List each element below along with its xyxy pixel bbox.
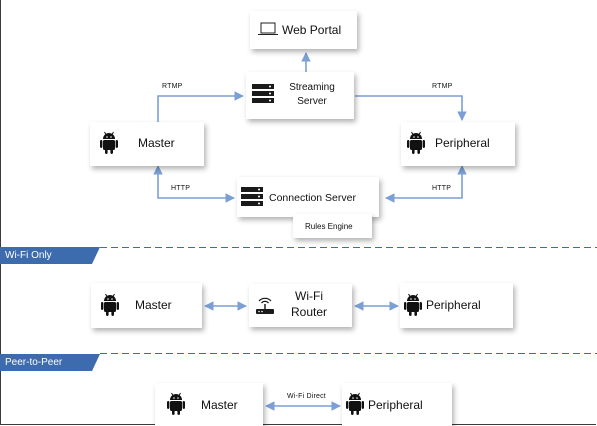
android-icon (346, 392, 364, 415)
band-label-p2p: Peer-to-Peer (5, 357, 63, 368)
peripheral-label-p2p: Peripheral (368, 398, 423, 412)
android-icon (101, 293, 119, 316)
android-icon (167, 392, 185, 415)
android-icon (407, 131, 425, 154)
web-portal-node: Web Portal (250, 11, 357, 49)
band-label-wifi-only: Wi-Fi Only (5, 250, 52, 261)
wifi-router-node: Wi-Fi Router (249, 284, 352, 327)
router-label-1: Wi-Fi (295, 289, 323, 303)
master-node-top: Master (90, 122, 204, 166)
http-label-left: HTTP (171, 185, 191, 192)
rules-engine-node: Rules Engine (293, 214, 372, 238)
server-icon (252, 84, 274, 103)
server-icon (241, 187, 263, 206)
peripheral-node-top: Peripheral (401, 122, 515, 166)
streaming-server-label-1: Streaming (289, 82, 335, 93)
connection-server-node: Connection Server (237, 177, 379, 217)
web-portal-label: Web Portal (282, 23, 342, 37)
rtmp-label-left: RTMP (162, 83, 183, 90)
wifi-direct-label: Wi-Fi Direct (287, 393, 326, 400)
peripheral-node-p2p: Peripheral (342, 383, 452, 426)
streaming-server-node: Streaming Server (246, 72, 354, 119)
master-label-wifi: Master (135, 298, 172, 312)
section-band-wifi-only: Wi-Fi Only (0, 247, 100, 264)
section-band-p2p: Peer-to-Peer (0, 354, 100, 371)
rtmp-label-right: RTMP (432, 83, 453, 90)
android-icon (100, 131, 118, 154)
rules-engine-label: Rules Engine (305, 222, 353, 231)
master-label-top: Master (138, 136, 175, 150)
connection-server-label: Connection Server (269, 192, 356, 204)
peripheral-label-top: Peripheral (435, 136, 490, 150)
peripheral-label-wifi: Peripheral (426, 298, 481, 312)
laptop-icon (258, 22, 278, 35)
router-label-2: Router (290, 305, 328, 319)
peripheral-node-wifi: Peripheral (400, 283, 513, 328)
http-label-right: HTTP (432, 185, 452, 192)
master-node-wifi: Master (91, 283, 202, 328)
wifi-router-icon (256, 297, 274, 314)
streaming-server-label-2: Server (297, 96, 327, 107)
master-node-p2p: Master (155, 383, 263, 426)
master-label-p2p: Master (201, 398, 238, 412)
android-icon (404, 293, 422, 316)
